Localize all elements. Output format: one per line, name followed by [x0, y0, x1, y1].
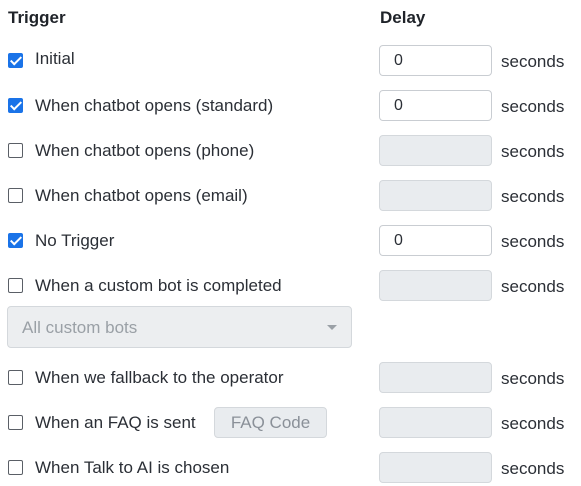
trigger-row-talk-to-ai: When Talk to AI is chosen seconds [0, 452, 581, 486]
delay-input-no-trigger[interactable] [379, 225, 492, 256]
delay-input-faq-sent[interactable] [379, 407, 492, 438]
seconds-label: seconds [501, 187, 565, 206]
trigger-label: When chatbot opens (standard) [35, 96, 274, 115]
delay-input-chatbot-standard[interactable] [379, 90, 492, 121]
checkbox-talk-to-ai[interactable] [8, 460, 23, 475]
checkbox-chatbot-standard[interactable] [8, 98, 23, 113]
custom-bot-select-value: All custom bots [22, 318, 138, 337]
custom-bot-select[interactable]: All custom bots [7, 306, 352, 348]
trigger-row-no-trigger: No Trigger seconds [0, 225, 581, 259]
trigger-row-chatbot-email: When chatbot opens (email) seconds [0, 180, 581, 214]
trigger-label: When chatbot opens (email) [35, 186, 248, 205]
checkbox-faq-sent[interactable] [8, 415, 23, 430]
delay-input-custom-bot[interactable] [379, 270, 492, 301]
seconds-label: seconds [501, 277, 565, 296]
checkbox-chatbot-phone[interactable] [8, 143, 23, 158]
header-delay: Delay [380, 8, 426, 27]
seconds-label: seconds [501, 414, 565, 433]
checkbox-fallback-operator[interactable] [8, 370, 23, 385]
trigger-row-custom-bot: When a custom bot is completed seconds [0, 270, 581, 304]
seconds-label: seconds [501, 369, 565, 388]
checkbox-chatbot-email[interactable] [8, 188, 23, 203]
seconds-label: seconds [501, 97, 565, 116]
delay-input-chatbot-phone[interactable] [379, 135, 492, 166]
header-trigger: Trigger [8, 8, 66, 27]
seconds-label: seconds [501, 52, 565, 71]
trigger-label: When Talk to AI is chosen [35, 458, 230, 477]
trigger-label: When we fallback to the operator [35, 368, 284, 387]
trigger-label: Initial [35, 49, 75, 68]
chevron-down-icon [327, 325, 337, 330]
checkbox-custom-bot[interactable] [8, 278, 23, 293]
trigger-row-chatbot-phone: When chatbot opens (phone) seconds [0, 135, 581, 169]
faq-code-button[interactable]: FAQ Code [214, 407, 327, 438]
delay-input-initial[interactable] [379, 45, 492, 76]
trigger-label: When a custom bot is completed [35, 276, 282, 295]
trigger-row-initial: Initial seconds [0, 45, 581, 79]
checkbox-initial[interactable] [8, 53, 23, 68]
delay-input-chatbot-email[interactable] [379, 180, 492, 211]
trigger-row-fallback-operator: When we fallback to the operator seconds [0, 362, 581, 396]
trigger-label: When chatbot opens (phone) [35, 141, 255, 160]
trigger-label: When an FAQ is sent [35, 413, 196, 432]
seconds-label: seconds [501, 459, 565, 478]
seconds-label: seconds [501, 142, 565, 161]
trigger-row-chatbot-standard: When chatbot opens (standard) seconds [0, 90, 581, 124]
delay-input-talk-to-ai[interactable] [379, 452, 492, 483]
trigger-label: No Trigger [35, 231, 115, 250]
delay-input-fallback-operator[interactable] [379, 362, 492, 393]
checkbox-no-trigger[interactable] [8, 233, 23, 248]
trigger-row-faq-sent: When an FAQ is sent FAQ Code seconds [0, 407, 581, 441]
seconds-label: seconds [501, 232, 565, 251]
